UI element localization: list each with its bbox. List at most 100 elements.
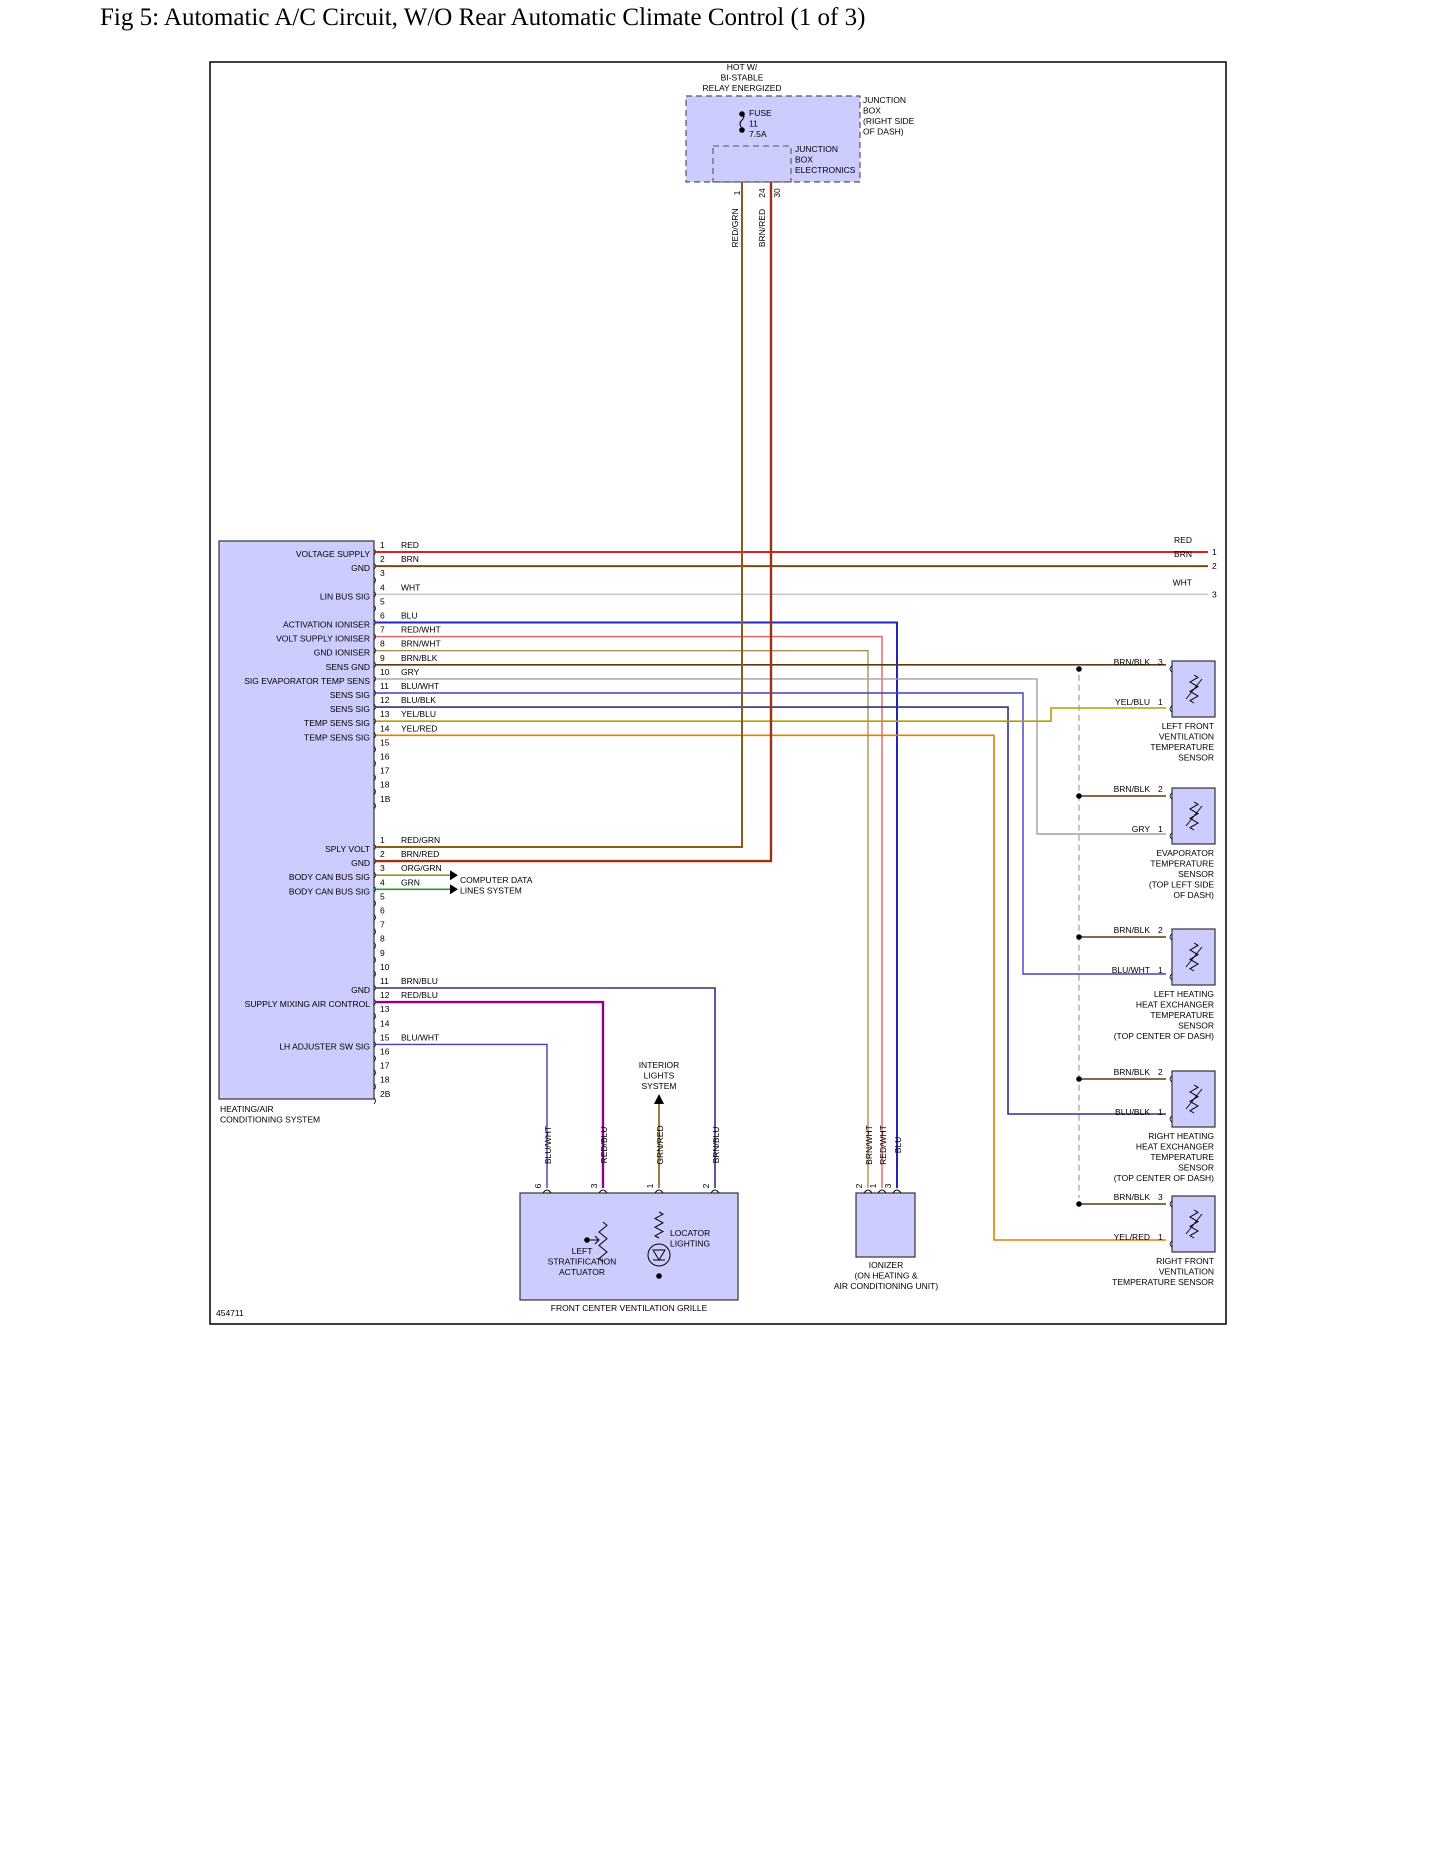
pin-label: 1 <box>380 540 385 550</box>
sensor-label: SENSOR <box>1178 869 1214 879</box>
pin-function-label: GND <box>351 563 370 573</box>
sensor-label: SENSOR <box>1178 753 1214 763</box>
connector-mark <box>373 703 376 711</box>
sensor-label: TEMPERATURE <box>1150 1010 1214 1020</box>
connector-mark <box>863 1189 873 1194</box>
sensor-label: VENTILATION <box>1159 1267 1214 1277</box>
interior-lights-label: SYSTEM <box>642 1081 677 1091</box>
pin-function-label: SENS SIG <box>330 704 370 714</box>
wire-label: BRN/BLK <box>1114 1192 1151 1202</box>
pin-label: 24 <box>757 188 767 198</box>
ionizer-label: IONIZER <box>869 1260 903 1270</box>
connector-mark <box>373 605 376 612</box>
pin-label: 10 <box>380 962 390 972</box>
wire-label: RED <box>1174 535 1192 545</box>
pin-label: 1 <box>868 1183 878 1188</box>
pin-label: 14 <box>380 723 390 733</box>
pin-label: 2 <box>1212 561 1217 571</box>
wire-label: BRN/BLK <box>1114 925 1151 935</box>
pin-label: 15 <box>380 1032 390 1042</box>
sensor-label: EVAPORATOR <box>1156 848 1214 858</box>
pin-label: 1 <box>1212 547 1217 557</box>
connector-mark <box>373 886 376 893</box>
arrow-icon <box>450 870 458 881</box>
pin-label: 3 <box>1158 1192 1163 1202</box>
wire-label: BRN <box>1174 549 1192 559</box>
wire-label: WHT <box>1173 577 1192 587</box>
sensor-label: TEMPERATURE <box>1150 1152 1214 1162</box>
sensor-label: HEAT EXCHANGER <box>1136 1000 1214 1010</box>
wiper-icon <box>587 1235 600 1245</box>
pin-function-label: TEMP SENS SIG <box>304 732 370 742</box>
pin-label: 8 <box>380 934 385 944</box>
temperature-sensor <box>1171 1195 1216 1253</box>
junction-electronics-label: ELECTRONICS <box>795 165 856 175</box>
sensor-label: TEMPERATURE <box>1150 742 1214 752</box>
wire-red-wht <box>376 635 883 1188</box>
connector-mark <box>373 1027 376 1034</box>
pin-label: 8 <box>380 639 385 649</box>
pin-label: 13 <box>380 709 390 719</box>
splice-dot <box>1076 666 1082 672</box>
connector-mark <box>373 942 376 949</box>
pin-label: 4 <box>380 877 385 887</box>
sensor-label: LEFT HEATING <box>1154 989 1214 999</box>
hvac-module <box>218 540 375 1100</box>
pin-function-label: VOLTAGE SUPPLY <box>296 549 370 559</box>
wire-gry <box>376 678 1166 835</box>
junction-box-electronics <box>712 145 792 183</box>
wire-red-grn <box>376 182 743 848</box>
diagram-frame <box>209 61 1227 1325</box>
connector-mark <box>373 746 376 753</box>
wire-yel-blu <box>376 707 1166 722</box>
wire-label: BRN/RED <box>757 209 767 247</box>
arrow-icon <box>450 884 458 895</box>
pin-label: 1 <box>380 835 385 845</box>
pin-label: 16 <box>380 1047 390 1057</box>
connector-mark <box>892 1189 902 1194</box>
pin-function-label: BODY CAN BUS SIG <box>289 872 370 882</box>
connector-mark <box>373 647 376 654</box>
diagram-border <box>209 61 1227 1325</box>
pin-label: 5 <box>380 891 385 901</box>
pin-label: 6 <box>533 1183 543 1188</box>
connector-mark <box>373 857 376 865</box>
connector-mark <box>373 871 376 879</box>
wire-brn-blu <box>376 987 716 1188</box>
connector-mark <box>1169 665 1173 673</box>
grille-label: FRONT CENTER VENTILATION GRILLE <box>551 1303 708 1313</box>
wire-label: RED/BLU <box>401 990 438 1000</box>
led-icon <box>647 1243 671 1267</box>
junction-box-label: (RIGHT SIDE <box>863 116 915 126</box>
pin-label: 2 <box>1158 784 1163 794</box>
connector-mark <box>373 591 376 598</box>
connector-mark <box>373 928 376 935</box>
diagram-id: 454711 <box>216 1308 244 1318</box>
hot-label: BI-STABLE <box>721 73 764 83</box>
wire-label: YEL/RED <box>401 723 437 733</box>
pin-function-label: BODY CAN BUS SIG <box>289 886 370 896</box>
connector-mark <box>598 1189 608 1194</box>
junction-electronics-label: BOX <box>795 155 813 165</box>
temperature-sensor <box>1171 787 1216 845</box>
wire-label: BRN/BLK <box>1114 1067 1151 1077</box>
connector-mark <box>877 1189 887 1194</box>
junction-box-label: BOX <box>863 106 881 116</box>
computer-data-label: COMPUTER DATA <box>460 875 533 885</box>
wire-label: BRN <box>401 554 419 564</box>
sensor-label: SENSOR <box>1178 1163 1214 1173</box>
pin-label: 17 <box>380 766 390 776</box>
wires <box>376 96 1208 1277</box>
wire-label: BLU/BLK <box>1115 1107 1150 1117</box>
connector-mark <box>373 774 376 781</box>
fuse-label: 11 <box>749 119 758 129</box>
connector-mark <box>373 633 376 640</box>
connector-mark <box>373 732 376 739</box>
pin-label: 2 <box>1158 925 1163 935</box>
junction-box-label: JUNCTION <box>863 95 906 105</box>
wire-label: BRN/RED <box>401 849 439 859</box>
pin-label: 1 <box>732 190 742 195</box>
sensor-label: SENSOR <box>1178 1021 1214 1031</box>
wire-blu-wht <box>376 692 1166 975</box>
connector-mark <box>373 1041 376 1048</box>
